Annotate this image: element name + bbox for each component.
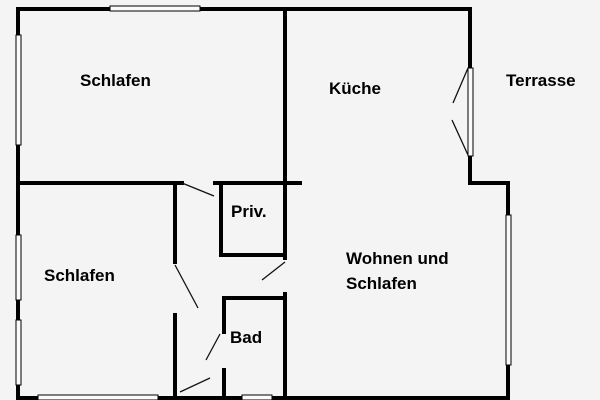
- window-bottom-bad: [241, 394, 273, 400]
- window-bottom-schlafen-2: [37, 394, 159, 400]
- room-label-schlafen-1: Schlafen: [80, 71, 151, 90]
- window-left-schlafen-1: [15, 34, 22, 146]
- window-right-wohnen: [505, 214, 512, 366]
- door-terrace-lower: [451, 119, 469, 156]
- windows: [15, 5, 512, 400]
- window-left-schlafen-2-lower: [15, 319, 22, 386]
- door-wohnen: [261, 261, 286, 281]
- door-bad: [205, 333, 221, 361]
- window-top-schlafen: [109, 5, 201, 12]
- terrace-door-glass: [467, 67, 474, 157]
- room-label-schlafen-2: Schlafen: [44, 266, 115, 285]
- door-entrance: [179, 377, 211, 393]
- interior-walls: [16, 7, 302, 400]
- doors: [174, 67, 469, 393]
- door-terrace-upper: [452, 67, 469, 104]
- door-schlafen-1: [181, 182, 215, 197]
- room-label-bad: Bad: [230, 328, 263, 347]
- window-left-schlafen-2-upper: [15, 234, 22, 301]
- room-label-wohnen-line1: Wohnen und: [346, 249, 449, 268]
- room-label-wohnen-line2: Schlafen: [346, 274, 417, 293]
- room-label-terrasse: Terrasse: [506, 71, 576, 90]
- room-label-priv: Priv.: [231, 202, 267, 221]
- door-schlafen-2: [174, 264, 199, 309]
- room-label-kueche: Küche: [329, 79, 381, 98]
